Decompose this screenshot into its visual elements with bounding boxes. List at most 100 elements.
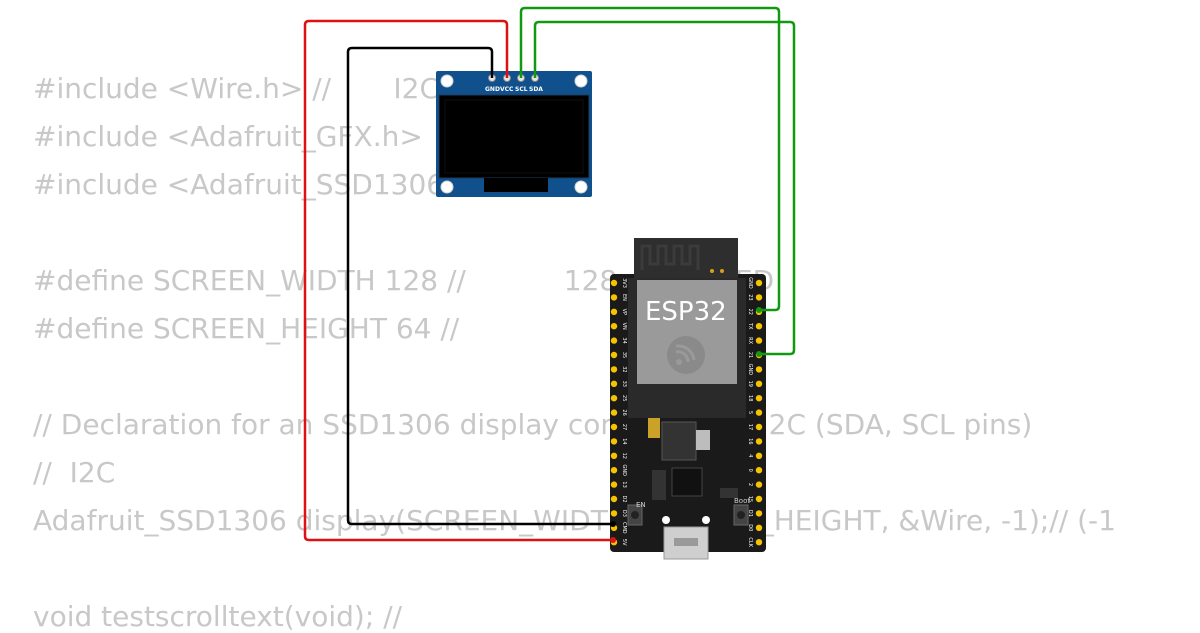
code-line-12: void testscrolltext(void); //: [33, 600, 403, 633]
mount-hole-icon: [662, 516, 670, 524]
esp32-pin-label: D3: [621, 510, 627, 517]
esp32-pin-label: 16: [747, 438, 753, 444]
esp32-pin-right-19[interactable]: [755, 380, 763, 387]
esp32-pin-label: D1: [747, 510, 753, 517]
esp32-pin-left-13[interactable]: [610, 481, 618, 488]
esp32-pin-label: RX: [747, 337, 753, 344]
esp32-pin-right-rx[interactable]: [755, 337, 763, 344]
oled-pin-label: SCL: [515, 86, 528, 93]
oled-pin-label: VCC: [500, 86, 514, 93]
wire-endpoint: [756, 307, 762, 313]
antenna-pad: [720, 269, 724, 273]
esp32-pin-right-0[interactable]: [755, 467, 763, 474]
oled-active-area: [444, 99, 584, 174]
esp32-pin-right-d1[interactable]: [755, 510, 763, 517]
esp32-pin-label: EN: [621, 294, 627, 301]
esp32-pin-label: TX: [747, 322, 753, 330]
antenna-pad: [710, 269, 714, 273]
esp32-pin-right-5[interactable]: [755, 409, 763, 416]
wire-scl[interactable]: [519, 6, 781, 312]
esp32-pin-left-14[interactable]: [610, 438, 618, 445]
esp32-pin-right-gnd[interactable]: [755, 279, 763, 287]
en-button-label: EN: [636, 501, 646, 509]
esp32-pin-label: 34: [621, 337, 627, 343]
esp32-pin-label: 5: [747, 411, 753, 414]
mount-hole-icon: [440, 74, 454, 88]
esp32-pin-left-25[interactable]: [610, 395, 618, 402]
oled-pin-label: SDA: [529, 86, 543, 93]
esp32-pin-label: 12: [621, 453, 627, 459]
mount-hole-icon: [702, 516, 710, 524]
mount-hole-icon: [574, 74, 588, 88]
esp32-pin-left-en[interactable]: [610, 294, 618, 301]
wire-vcc[interactable]: [303, 19, 613, 542]
usb-uart-chip: [671, 467, 703, 497]
esp32-pin-label: CMD: [621, 522, 627, 534]
esp32-pin-label: GND: [747, 364, 753, 376]
mount-hole-icon: [440, 180, 454, 194]
esp32-pin-label: 4: [747, 454, 753, 457]
oled-display[interactable]: GND VCC SCL SDA: [436, 71, 592, 197]
esp32-pin-label: 33: [621, 381, 627, 387]
esp32-pin-left-vp[interactable]: [610, 308, 618, 315]
esp32-pin-left-gnd[interactable]: [610, 467, 618, 474]
capacitor: [648, 418, 660, 438]
esp32-pin-left-d2[interactable]: [610, 495, 618, 503]
esp32-pin-label: 18: [747, 395, 753, 401]
boot-button[interactable]: Boot: [733, 497, 750, 526]
esp32-pin-label: CLK: [747, 537, 753, 547]
code-line-9: // I2C: [33, 456, 116, 489]
esp32-pin-label: 25: [621, 395, 627, 401]
esp32-pin-left-12[interactable]: [610, 452, 618, 459]
esp32-pin-label: GND: [621, 464, 627, 476]
boot-button-label: Boot: [734, 497, 750, 505]
esp32-pin-label: 23: [747, 294, 753, 300]
esp32-pin-right-23[interactable]: [755, 294, 763, 301]
wire-endpoint: [756, 351, 762, 357]
led-component: [696, 430, 710, 450]
esp32-pin-label: 13: [621, 481, 627, 487]
esp32-pin-label: 2: [747, 483, 753, 486]
esp32-pin-label: GND: [747, 277, 753, 289]
esp32-pin-label: 27: [621, 424, 627, 430]
esp32-pin-right-d0[interactable]: [755, 524, 763, 531]
esp32-pin-right-2[interactable]: [755, 481, 763, 488]
esp32-pin-label: D0: [747, 524, 753, 531]
resistor-array: [652, 470, 666, 500]
esp32-pin-left-27[interactable]: [610, 423, 618, 431]
esp32-pin-left-32[interactable]: [610, 366, 618, 373]
wire-endpoint: [610, 537, 616, 543]
antenna-trace-icon: [640, 244, 700, 270]
esp32-pin-label: 3V3: [621, 278, 627, 288]
esp32-pin-label: 21: [747, 352, 753, 358]
esp32-pin-label: 19: [747, 381, 753, 387]
esp32-pin-right-tx[interactable]: [755, 323, 763, 330]
esp32-pin-left-vn[interactable]: [610, 323, 618, 330]
code-line-1: #include <Wire.h> // I2C: [33, 72, 440, 105]
esp32-pin-left-d3[interactable]: [610, 510, 618, 517]
esp32-pin-left-3v3[interactable]: [610, 279, 618, 287]
esp32-pin-label: 0: [747, 469, 753, 472]
esp32-pin-label: 15: [747, 496, 753, 502]
esp32-pin-right-15[interactable]: [755, 495, 763, 503]
esp32-pin-left-35[interactable]: [610, 351, 618, 359]
esp32-pin-right-4[interactable]: [755, 452, 763, 459]
esp32-pin-left-34[interactable]: [610, 337, 618, 344]
en-button[interactable]: EN: [627, 501, 646, 526]
esp32-pin-right-18[interactable]: [755, 395, 763, 402]
wire-sda[interactable]: [533, 20, 796, 356]
esp32-pin-left-33[interactable]: [610, 380, 618, 387]
esp32-pin-left-26[interactable]: [610, 409, 618, 416]
esp32-pin-label: 17: [747, 424, 753, 430]
esp32-pin-label: 32: [621, 366, 627, 372]
wire-gnd[interactable]: [346, 46, 613, 526]
esp32-pin-right-gnd[interactable]: [755, 366, 763, 373]
esp32-pin-label: VP: [621, 309, 627, 315]
esp32-pin-label: 26: [621, 409, 627, 415]
esp32-pin-right-16[interactable]: [755, 438, 763, 445]
esp32-pin-right-17[interactable]: [755, 423, 763, 431]
esp32-pin-right-clk[interactable]: [755, 539, 763, 546]
esp32-pin-label: 5V: [621, 539, 627, 546]
